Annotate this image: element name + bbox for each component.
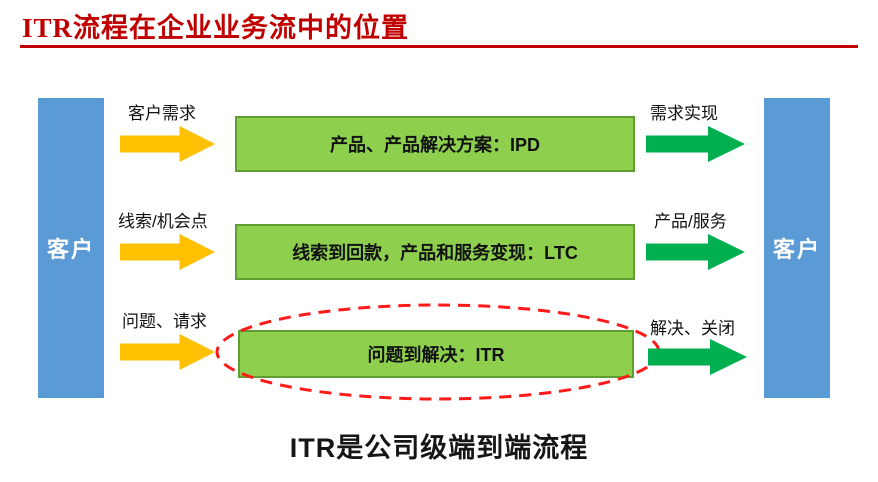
row3-process-label: 问题到解决：ITR	[367, 345, 505, 365]
row1-output-arrow-icon	[646, 125, 746, 163]
row3-output-arrow-icon	[648, 338, 748, 376]
row2-output-arrow-icon	[646, 233, 746, 271]
customer-right-label: 客户	[772, 237, 821, 262]
title-underline	[20, 45, 858, 48]
row1-input-arrow-icon	[120, 125, 216, 163]
row1-process-box: 产品、产品解决方案：IPD	[235, 116, 635, 172]
row1-process-label: 产品、产品解决方案：IPD	[329, 135, 540, 155]
row2-process-label: 线索到回款，产品和服务变现：LTC	[292, 243, 578, 263]
row3-process-box: 问题到解决：ITR	[238, 330, 634, 378]
footer-caption: ITR是公司级端到端流程	[289, 433, 589, 463]
row2-output-label: 产品/服务	[654, 212, 727, 231]
row2-process-box: 线索到回款，产品和服务变现：LTC	[235, 224, 635, 280]
row1-input-label: 客户需求	[128, 104, 196, 123]
customer-left-label: 客户	[46, 237, 95, 262]
customer-box-right: 客户	[764, 98, 830, 398]
customer-box-left: 客户	[38, 98, 104, 398]
row1-output-label: 需求实现	[650, 104, 718, 123]
page-title: ITR流程在企业业务流中的位置	[22, 13, 410, 43]
row3-output-label: 解决、关闭	[650, 319, 735, 338]
row2-input-arrow-icon	[120, 233, 216, 271]
row2-input-label: 线索/机会点	[118, 212, 208, 231]
row3-input-arrow-icon	[120, 333, 216, 371]
row3-input-label: 问题、请求	[122, 312, 207, 331]
